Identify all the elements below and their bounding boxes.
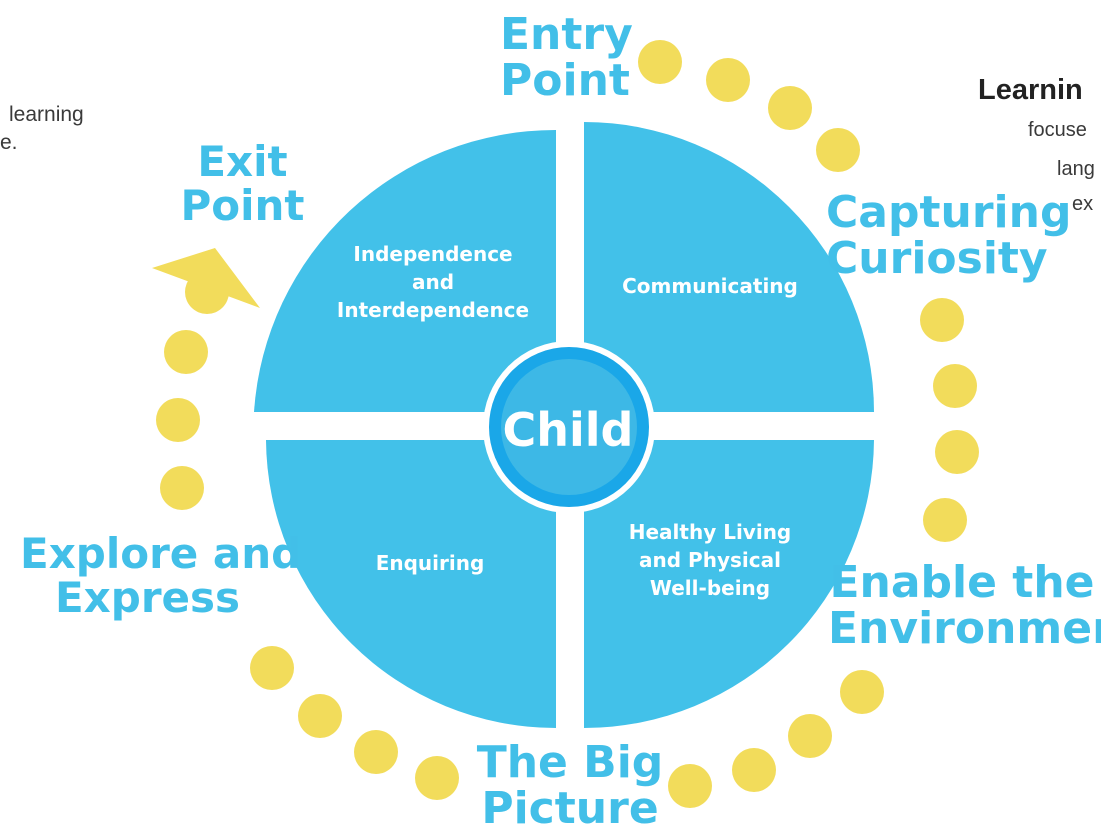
stage-explore-express: Explore and Express (20, 529, 302, 623)
cycle-dot (156, 398, 200, 442)
left-text-line-1: learning (9, 103, 84, 126)
cycle-dot (415, 756, 459, 800)
right-text-line-3: ex (1072, 193, 1094, 215)
cycle-dot (638, 40, 682, 84)
quadrant-label-independence: Independence and Interdependence (336, 242, 530, 322)
cycle-dot (920, 298, 964, 342)
cycle-dot (732, 748, 776, 792)
cycle-dot (816, 128, 860, 172)
stage-exit-point: Exit Point (180, 137, 305, 231)
cycle-dots (156, 40, 979, 808)
right-heading: Learnin (978, 74, 1083, 106)
cycle-dot (840, 670, 884, 714)
center-fill (501, 359, 637, 495)
quadrant-bottom-left (266, 440, 556, 728)
arrow-head-icon (152, 248, 260, 308)
right-text-line-2: lang (1057, 158, 1095, 180)
stage-entry-point: Entry Point (500, 9, 633, 107)
quadrant-top-left (254, 129, 556, 412)
cycle-dot (250, 646, 294, 690)
cycle-dot (935, 430, 979, 474)
right-text-line-1: focuse (1028, 119, 1087, 141)
stage-big-picture: The Big Picture (476, 737, 664, 835)
quadrant-label-communicating: Communicating (622, 274, 798, 298)
quadrant-label-healthy-living: Healthy Living and Physical Well-being (628, 520, 792, 600)
quadrant-label-enquiring: Enquiring (375, 551, 485, 575)
center-label: Child (502, 403, 634, 457)
stage-enable-environment: Enable the Environment (828, 557, 1101, 655)
left-text-line-2: e. (0, 131, 18, 154)
cycle-dot (788, 714, 832, 758)
cycle-dot (706, 58, 750, 102)
quadrant-bottom-right (584, 440, 874, 728)
cycle-dot (298, 694, 342, 738)
cycle-dot (923, 498, 967, 542)
cycle-dot (668, 764, 712, 808)
cycle-dot (160, 466, 204, 510)
cycle-dot (933, 364, 977, 408)
stage-capturing-curiosity: Capturing Curiosity (826, 187, 1072, 285)
cycle-dot (354, 730, 398, 774)
cycle-dot (768, 86, 812, 130)
cycle-dot (164, 330, 208, 374)
quadrant-top-right (584, 122, 874, 412)
